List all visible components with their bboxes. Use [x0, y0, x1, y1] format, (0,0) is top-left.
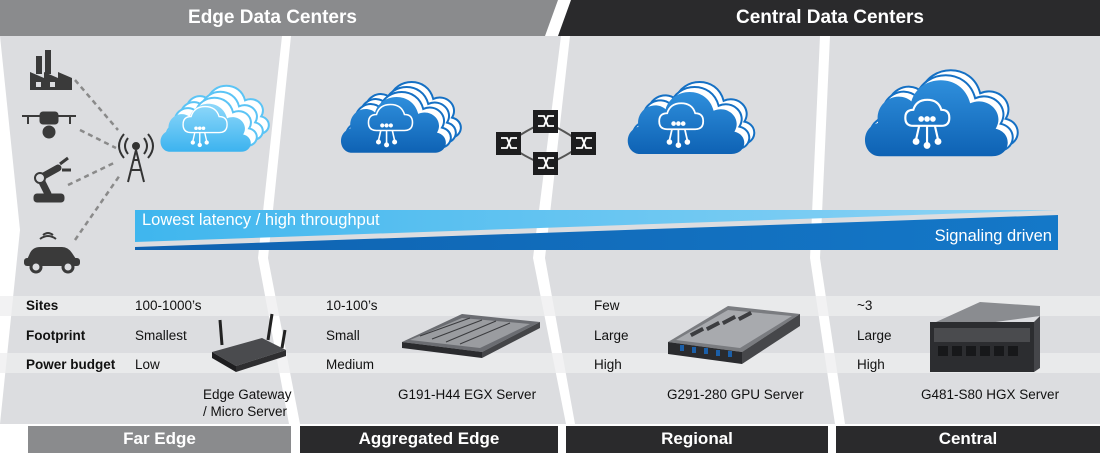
far-edge-sites: 100-1000’s: [135, 298, 202, 313]
regional-sites: Few: [594, 298, 620, 313]
switch-top: [533, 110, 558, 133]
circuit-icon: [367, 103, 414, 148]
factory-icon: [30, 50, 72, 90]
central-power: High: [857, 357, 885, 372]
edge-gateway-image: [212, 313, 287, 372]
regional-footprint: Large: [594, 328, 629, 343]
footer-bar-central: [836, 426, 1100, 453]
central-cloud-stack: [864, 69, 1019, 157]
regional-device-caption: G291-280 GPU Server: [667, 387, 804, 402]
regional-power: High: [594, 357, 622, 372]
cloud-icon: [627, 92, 745, 154]
latency-banner: [135, 210, 1058, 242]
footer-bar-far-edge: [28, 426, 291, 453]
footer-bar-regional: [566, 426, 828, 453]
header-central-data-centers: Central Data Centers: [736, 7, 924, 28]
car-wifi-icon: [24, 232, 80, 274]
circuit-icon: [182, 105, 228, 148]
header-edge-data-centers: Edge Data Centers: [188, 7, 357, 28]
central-footprint: Large: [857, 328, 892, 343]
row-label-sites: Sites: [26, 298, 59, 313]
row-stripe-sites: [0, 296, 1100, 316]
circuit-icon: [904, 98, 951, 149]
banner-signaling-label: Signaling driven: [934, 227, 1052, 245]
footer-aggregated-edge: Aggregated Edge: [358, 429, 500, 448]
footer-bar-aggregated-edge: [300, 426, 558, 453]
drone-icon: [22, 111, 76, 139]
row-label-power-budget: Power budget: [26, 357, 116, 372]
aggregated-edge-footprint: Small: [326, 328, 360, 343]
header-bar-central: [558, 0, 1100, 36]
footer-central: Central: [938, 429, 998, 448]
antenna-icon: [118, 133, 154, 183]
central-device-caption: G481-S80 HGX Server: [921, 387, 1060, 402]
switch-network: [496, 110, 596, 175]
far-edge-device-caption-1: Edge Gateway: [203, 387, 292, 402]
switch-right: [571, 132, 596, 155]
cloud-icon: [340, 97, 446, 153]
g291-server-image: [668, 306, 800, 364]
footer-regional: Regional: [661, 429, 733, 448]
g191-server-image: [402, 314, 540, 358]
far-edge-device-caption-2: / Micro Server: [203, 404, 288, 419]
regional-cloud-stack: [627, 81, 756, 154]
far-edge-power: Low: [135, 357, 160, 372]
aggregated-edge-cloud-stack: [340, 81, 462, 153]
banner-latency-label: Lowest latency / high throughput: [142, 211, 380, 229]
row-label-footprint: Footprint: [26, 328, 86, 343]
cloud-icon: [160, 103, 251, 152]
signaling-banner: [135, 215, 1058, 250]
header-bar-edge: [0, 0, 558, 36]
switch-left: [496, 132, 521, 155]
footer-far-edge: Far Edge: [123, 429, 196, 448]
switch-bottom: [533, 152, 558, 175]
far-edge-cloud-stack: [160, 84, 270, 152]
aggregated-edge-sites: 10-100’s: [326, 298, 378, 313]
g481-server-image: [930, 302, 1040, 372]
robot-arm-icon: [33, 156, 71, 203]
circuit-icon: [658, 102, 705, 148]
aggregated-edge-power: Medium: [326, 357, 375, 372]
far-edge-footprint: Smallest: [135, 328, 187, 343]
device-links: [67, 79, 122, 241]
central-sites: ~3: [857, 298, 873, 313]
cloud-icon: [864, 80, 1008, 157]
aggregated-edge-device-caption: G191-H44 EGX Server: [398, 387, 537, 402]
